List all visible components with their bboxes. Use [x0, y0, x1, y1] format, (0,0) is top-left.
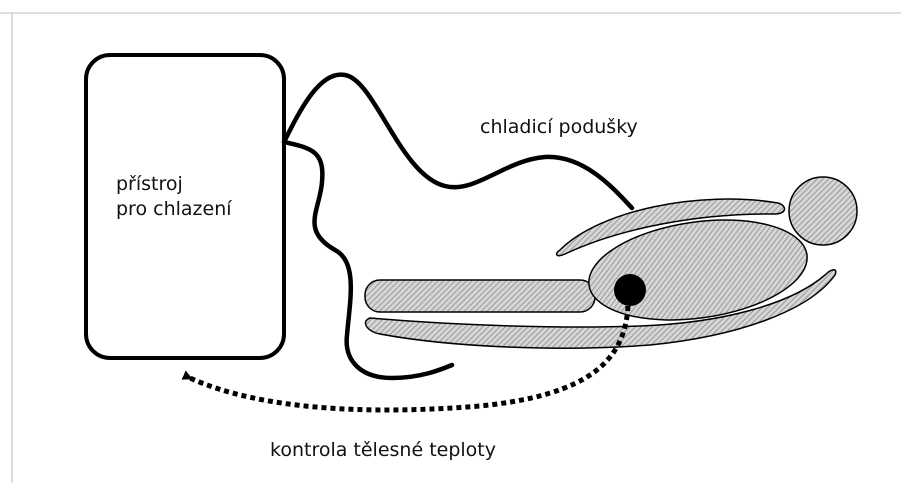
tube-to-upper-pad	[284, 75, 632, 208]
patient-legs	[365, 280, 595, 312]
temperature-sensor	[614, 274, 646, 306]
device-label-line1: přístroj	[116, 173, 183, 195]
device-label-line2: pro chlazení	[116, 198, 232, 220]
cooling-pads-label: chladicí podušky	[480, 116, 638, 138]
patient-head	[789, 177, 857, 245]
temperature-control-label: kontrola tělesné teploty	[270, 439, 496, 461]
